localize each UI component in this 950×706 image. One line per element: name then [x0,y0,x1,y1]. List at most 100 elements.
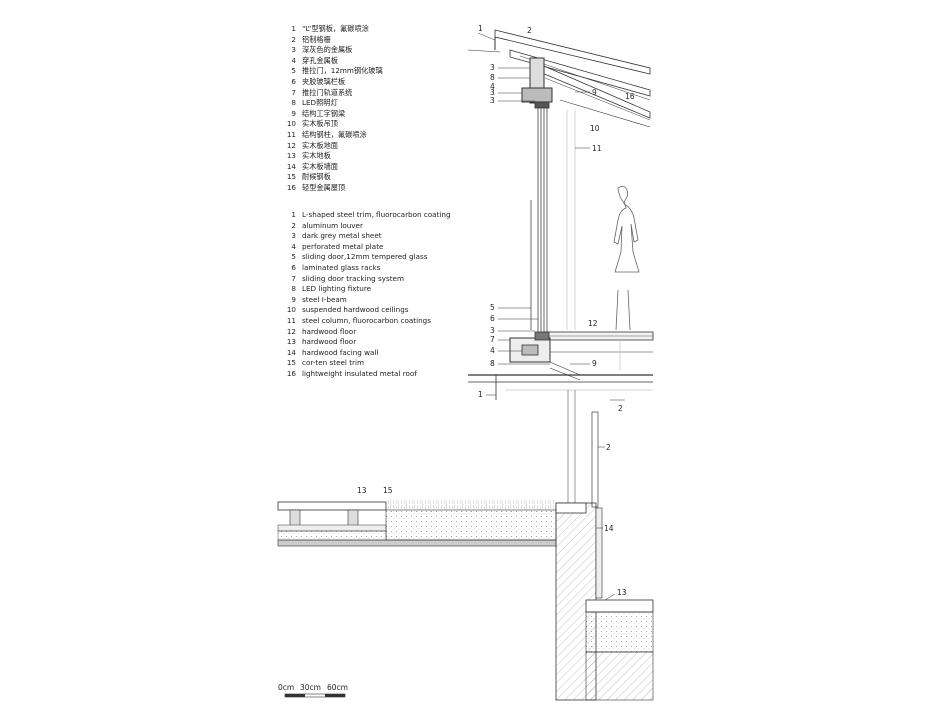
legend-text: 实木板吊顶 [302,119,338,129]
callout-12: 12 [588,319,598,328]
callout-8: 8 [490,73,495,82]
legend-number: 15 [286,172,296,182]
legend-text: 推拉门，12mm钢化玻璃 [302,66,383,76]
glass-door [530,108,576,332]
callout-labels: 1 2 3 8 3 4 3 9 16 10 11 5 6 3 7 4 8 9 1… [357,24,635,597]
legend-text: cor-ten steel trim [302,358,364,368]
legend-item: 8 LED照明灯 [280,98,383,109]
legend-number: 8 [291,98,296,108]
callout-2: 2 [527,26,532,35]
legend-text: steel I-beam [302,294,347,304]
legend-item: 11 结构钢柱，氟碳喷涂 [280,130,383,141]
legend-number: 7 [291,273,296,283]
legend-text: 实木板墙面 [302,161,338,171]
legend-number: 4 [291,55,296,65]
legend-text: 穿孔金属板 [302,55,338,65]
floor-slab [468,331,654,400]
callout-7: 7 [490,335,495,344]
legend-item: 13 实木地板 [280,151,383,162]
legend-text: 轻型金属屋顶 [302,182,346,192]
legend-text: “L”型钢板，氟碳喷涂 [302,24,369,33]
callout-10: 10 [590,124,600,133]
legend-number: 14 [286,347,296,357]
callout-2: 2 [606,443,611,452]
legend-number: 13 [286,151,296,161]
legend-item: 10 实木板吊顶 [280,119,383,130]
legend-text: 深灰色的金属板 [302,45,353,55]
person-silhouette [613,186,640,331]
legend-number: 14 [286,161,296,171]
callout-6: 6 [490,314,495,323]
legend-number: 16 [286,182,296,192]
legend-text: dark grey metal sheet [302,231,382,241]
legend-text: 实木板地面 [302,140,338,150]
legend-item: 15 耐候钢板 [280,172,383,183]
legend-text: LED照明灯 [302,98,338,108]
legend-number: 3 [291,45,296,55]
legend-number: 13 [286,337,296,347]
legend-number: 1 [291,210,296,219]
callout-13: 13 [617,588,627,597]
legend-number: 6 [291,76,296,86]
legend-text: 结构钢柱，氟碳喷涂 [302,129,367,139]
legend-number: 7 [291,87,296,97]
legend-text: suspended hardwood ceilings [302,305,409,315]
legend-english: 1 L-shaped steel trim, fluorocarbon coati… [280,210,451,380]
legend-number: 9 [291,294,296,304]
legend-item: 14 实木板墙面 [280,162,383,173]
legend-number: 11 [286,129,296,139]
legend-number: 10 [286,119,296,129]
legend-item: 1 L-shaped steel trim, fluorocarbon coati… [280,210,451,221]
legend-text: hardwood floor [302,337,357,347]
legend-number: 16 [286,368,296,378]
ground-section [277,500,654,701]
legend-item: 9 steel I-beam [280,295,451,306]
legend-text: 推拉门轨道系统 [302,87,353,97]
legend-number: 11 [286,315,296,325]
callout-1: 1 [478,390,483,399]
scale-30cm: 30cm [300,683,321,692]
column-lower [567,390,599,510]
legend-text: perforated metal plate [302,241,384,251]
legend-text: 结构工字钢梁 [302,108,346,118]
legend-text: aluminum louver [302,220,363,230]
legend-text: steel column, fluorocarbon coatings [302,315,431,325]
callout-16: 16 [625,92,635,101]
legend-number: 9 [291,108,296,118]
legend-text: lightweight insulated metal roof [302,368,417,378]
legend-item: 16 lightweight insulated metal roof [280,369,451,380]
legend-text: L-shaped steel trim, fluorocarbon coatin… [302,210,451,219]
roof-assembly [467,29,651,128]
scale-60cm: 60cm [327,683,348,692]
callout-3: 3 [490,88,495,97]
legend-number: 2 [291,34,296,44]
callout-14: 14 [604,524,614,533]
scale-bar: 0cm 30cm 60cm [278,683,348,698]
legend-text: LED lighting fixture [302,284,372,294]
legend-number: 8 [291,284,296,294]
legend-text: 实木地板 [302,151,331,161]
legend-item: 1 “L”型钢板，氟碳喷涂 [280,24,383,35]
callout-2: 2 [618,404,623,413]
legend-text: sliding door,12mm tempered glass [302,252,428,262]
legend-number: 12 [286,326,296,336]
legend-item: 7 推拉门轨道系统 [280,88,383,99]
legend-item: 4 穿孔金属板 [280,56,383,67]
legend-item: 16 轻型金属屋顶 [280,183,383,194]
legend-number: 1 [291,24,296,33]
legend-text: 耐候钢板 [302,172,331,182]
legend-item: 8 LED lighting fixture [280,284,451,295]
callout-9: 9 [592,359,597,368]
